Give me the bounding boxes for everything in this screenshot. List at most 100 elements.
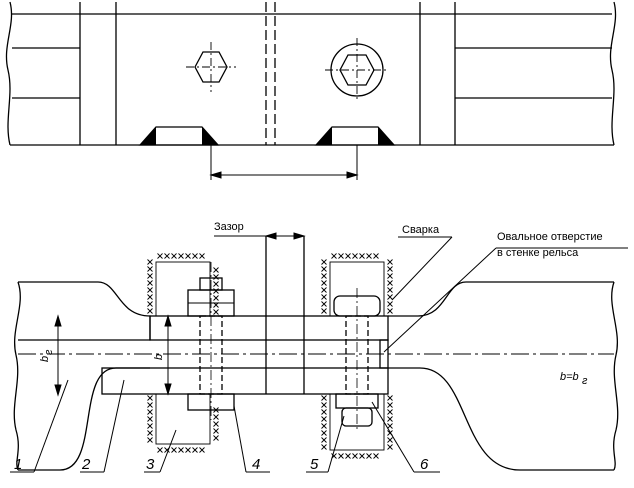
- weld-cross: [387, 395, 393, 401]
- weld-cross: [366, 253, 372, 259]
- weld-cross: [387, 280, 393, 286]
- weld-cross: [338, 253, 344, 259]
- weld-cross: [147, 430, 153, 436]
- weld-label: Сварка: [402, 224, 440, 236]
- right-rail-outline: [388, 281, 614, 317]
- weld-cross: [321, 444, 327, 450]
- svg-text:b: b: [153, 354, 165, 360]
- left-rail-outline: [18, 281, 151, 341]
- weld-cross: [147, 437, 153, 443]
- weld-cross: [157, 253, 163, 259]
- top-left-break-line: [5, 1, 13, 146]
- weld-cross: [213, 435, 219, 441]
- weld-cross: [352, 253, 358, 259]
- bolt-right-washer: [341, 407, 373, 427]
- weld-cross: [387, 301, 393, 307]
- weld-cross: [147, 287, 153, 293]
- weld-cross: [321, 402, 327, 408]
- weld-cross: [321, 259, 327, 265]
- weld-cross: [387, 294, 393, 300]
- weld-cross: [164, 253, 170, 259]
- weld-cross: [321, 294, 327, 300]
- bolt-right: [333, 288, 389, 432]
- right-rail-break: [611, 281, 619, 471]
- oval-hole-leader: [383, 247, 628, 353]
- dim-br-label: b г: [39, 349, 55, 362]
- dim-b-label: b: [153, 354, 165, 360]
- weld-cross: [321, 273, 327, 279]
- weld-cross: [213, 407, 219, 413]
- weld-cross: [213, 267, 219, 273]
- weld-cross: [321, 266, 327, 272]
- weld-cross: [321, 280, 327, 286]
- callout-5: 5: [310, 456, 319, 473]
- weld-zone-left: [155, 261, 211, 445]
- weld-cross: [213, 295, 219, 301]
- weld-cross: [213, 302, 219, 308]
- weld-cross: [147, 409, 153, 415]
- top-right-break-line: [609, 1, 617, 146]
- fishplate-lower: [101, 367, 389, 395]
- weld-cross: [321, 301, 327, 307]
- weld-cross: [147, 259, 153, 265]
- weld-cross: [338, 453, 344, 459]
- oval-hole-label-line1: Овальное отверстие: [497, 231, 603, 243]
- bolt-left: [187, 262, 235, 420]
- weld-cross: [147, 423, 153, 429]
- oval-hole-label-line2: в стенке рельса: [497, 247, 579, 259]
- weld-cross: [387, 308, 393, 314]
- weld-cross: [373, 453, 379, 459]
- weld-cross: [345, 253, 351, 259]
- weld-cross: [387, 409, 393, 415]
- callout-1: 1: [14, 456, 22, 473]
- callout-3: 3: [146, 456, 155, 473]
- weld-cross: [387, 416, 393, 422]
- weld-cross: [178, 447, 184, 453]
- weld-cross: [213, 288, 219, 294]
- weld-cross: [171, 447, 177, 453]
- weld-cross: [157, 447, 163, 453]
- top-bolt-head-right: [325, 38, 389, 102]
- section-view: [13, 236, 619, 471]
- weld-cross: [387, 259, 393, 265]
- weld-cross: [321, 437, 327, 443]
- weld-cross: [213, 309, 219, 315]
- weld-cross: [213, 274, 219, 280]
- weld-cross-marks: [147, 253, 393, 459]
- weld-cross: [199, 447, 205, 453]
- weld-cross: [147, 294, 153, 300]
- gap-label: Зазор: [214, 221, 244, 233]
- callout-6: 6: [420, 456, 429, 473]
- dimension-b: [164, 314, 172, 396]
- weld-cross: [185, 253, 191, 259]
- weld-cross: [321, 395, 327, 401]
- weld-cross: [147, 416, 153, 422]
- top-bolt-head-left: [186, 42, 236, 92]
- weld-cross: [345, 453, 351, 459]
- weld-cross: [321, 423, 327, 429]
- svg-text:b=b: b=b: [560, 371, 579, 383]
- weld-leader: [391, 236, 453, 301]
- weld-cross: [321, 409, 327, 415]
- callout-4: 4: [252, 456, 260, 473]
- weld-cross: [387, 266, 393, 272]
- weld-cross: [147, 266, 153, 272]
- gap-dimension: [214, 232, 306, 240]
- weld-cross: [147, 308, 153, 314]
- weld-cross: [213, 414, 219, 420]
- weld-cross: [387, 273, 393, 279]
- weld-cross: [373, 253, 379, 259]
- weld-cross: [147, 280, 153, 286]
- weld-cross: [366, 453, 372, 459]
- weld-cross: [321, 416, 327, 422]
- oval-hole: [379, 339, 389, 369]
- weld-cross: [171, 253, 177, 259]
- weld-cross: [321, 287, 327, 293]
- callout-2: 2: [81, 456, 91, 473]
- weld-cross: [213, 428, 219, 434]
- weld-cross: [387, 287, 393, 293]
- weld-cross: [147, 402, 153, 408]
- weld-cross: [213, 281, 219, 287]
- weld-cross: [321, 308, 327, 314]
- left-rail-break: [13, 281, 21, 471]
